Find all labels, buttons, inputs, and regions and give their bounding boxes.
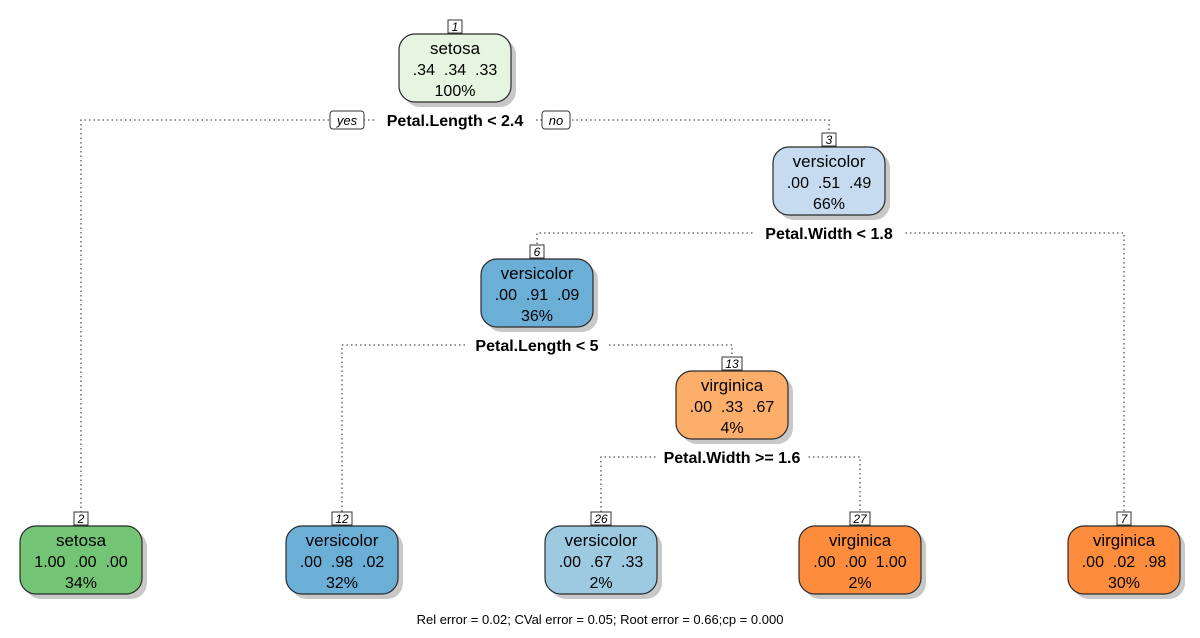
node-id-3: 3	[826, 133, 833, 147]
node-class-27: virginica	[829, 531, 892, 550]
node-id-13: 13	[725, 357, 739, 371]
split-bg-3	[754, 222, 904, 244]
edge-6-to-12	[341, 344, 537, 518]
node-box-1	[398, 33, 512, 103]
node-probs-6: .00 .91 .09	[495, 287, 580, 304]
node-id-box-3	[821, 132, 837, 147]
node-id-box-1	[447, 19, 463, 34]
node-class-7: virginica	[1093, 531, 1156, 550]
split-bg-1	[374, 109, 536, 131]
tree-node-1: 1 setosa .34 .34 .33 100%	[398, 19, 516, 107]
node-id-12: 12	[335, 512, 349, 526]
node-pct-13: 4%	[720, 420, 743, 437]
node-probs-7: .00 .02 .98	[1082, 554, 1167, 571]
node-probs-3: .00 .51 .49	[787, 175, 872, 192]
node-box-6	[480, 258, 594, 328]
node-pct-26: 2%	[589, 575, 612, 592]
node-id-box-12	[331, 511, 353, 526]
node-pct-2: 34%	[65, 575, 97, 592]
node-box-7	[1067, 525, 1181, 595]
node-probs-2: 1.00 .00 .00	[34, 554, 128, 571]
tree-node-6: 6 versicolor .00 .91 .09 36%	[480, 244, 598, 332]
yes-branch-label: yes	[336, 113, 358, 128]
node-pct-3: 66%	[813, 196, 845, 213]
tree-node-27: 27 virginica .00 .00 1.00 2%	[798, 511, 926, 599]
node-pct-6: 36%	[521, 308, 553, 325]
node-id-27: 27	[852, 512, 868, 526]
node-probs-27: .00 .00 1.00	[813, 554, 907, 571]
tree-edges	[80, 119, 1125, 518]
node-box-3	[772, 146, 886, 216]
node-box-12	[285, 525, 399, 595]
node-id-2: 2	[77, 512, 85, 526]
split-label-3: Petal.Width < 1.8	[765, 226, 893, 243]
node-id-box-7	[1116, 511, 1132, 526]
node-probs-12: .00 .98 .02	[300, 554, 385, 571]
node-class-3: versicolor	[793, 152, 866, 171]
split-bg-13	[656, 446, 808, 468]
node-probs-13: .00 .33 .67	[690, 399, 775, 416]
node-box-27	[798, 525, 922, 595]
no-branch-box	[541, 110, 571, 130]
split-label-13: Petal.Width >= 1.6	[664, 450, 801, 467]
tree-node-2: 2 setosa 1.00 .00 .00 34%	[19, 511, 147, 599]
node-id-box-27	[849, 511, 871, 526]
node-class-13: virginica	[701, 376, 764, 395]
tree-node-13: 13 virginica .00 .33 .67 4%	[675, 356, 793, 444]
tree-node-26: 26 versicolor .00 .67 .33 2%	[544, 511, 662, 599]
edge-1-to-2	[80, 119, 455, 518]
tree-node-3: 3 versicolor .00 .51 .49 66%	[772, 132, 890, 220]
node-class-12: versicolor	[306, 531, 379, 550]
split-label-1: Petal.Length < 2.4	[387, 113, 524, 130]
node-box-13	[675, 370, 789, 440]
node-box-2	[19, 525, 143, 595]
node-pct-7: 30%	[1108, 575, 1140, 592]
model-error-summary: Rel error = 0.02; CVal error = 0.05; Roo…	[416, 612, 784, 627]
split-label-6: Petal.Length < 5	[475, 338, 598, 355]
no-branch-label: no	[549, 113, 563, 128]
node-id-box-13	[721, 356, 743, 371]
node-class-1: setosa	[430, 39, 481, 58]
tree-node-7: 7 virginica .00 .02 .98 30%	[1067, 511, 1185, 599]
node-pct-1: 100%	[435, 83, 476, 100]
edge-3-to-7	[829, 232, 1125, 518]
node-id-box-6	[529, 244, 545, 259]
node-pct-27: 2%	[848, 575, 871, 592]
node-box-26	[544, 525, 658, 595]
yes-branch-box	[329, 110, 365, 130]
tree-node-12: 12 versicolor .00 .98 .02 32%	[285, 511, 403, 599]
node-id-box-2	[73, 511, 89, 526]
node-id-box-26	[590, 511, 612, 526]
node-id-7: 7	[1121, 512, 1129, 526]
node-id-26: 26	[593, 512, 608, 526]
node-class-6: versicolor	[501, 264, 574, 283]
node-id-6: 6	[534, 245, 541, 259]
node-probs-1: .34 .34 .33	[413, 62, 498, 79]
node-id-1: 1	[452, 20, 459, 34]
node-probs-26: .00 .67 .33	[559, 554, 644, 571]
node-class-26: versicolor	[565, 531, 638, 550]
node-class-2: setosa	[56, 531, 107, 550]
edge-13-to-26	[600, 456, 732, 518]
split-bg-6	[467, 334, 607, 356]
edge-1-to-3	[455, 119, 830, 139]
node-pct-12: 32%	[326, 575, 358, 592]
tree-nodes: 1 setosa .34 .34 .33 100% 3 versicolor .00 .51…	[19, 19, 1185, 599]
